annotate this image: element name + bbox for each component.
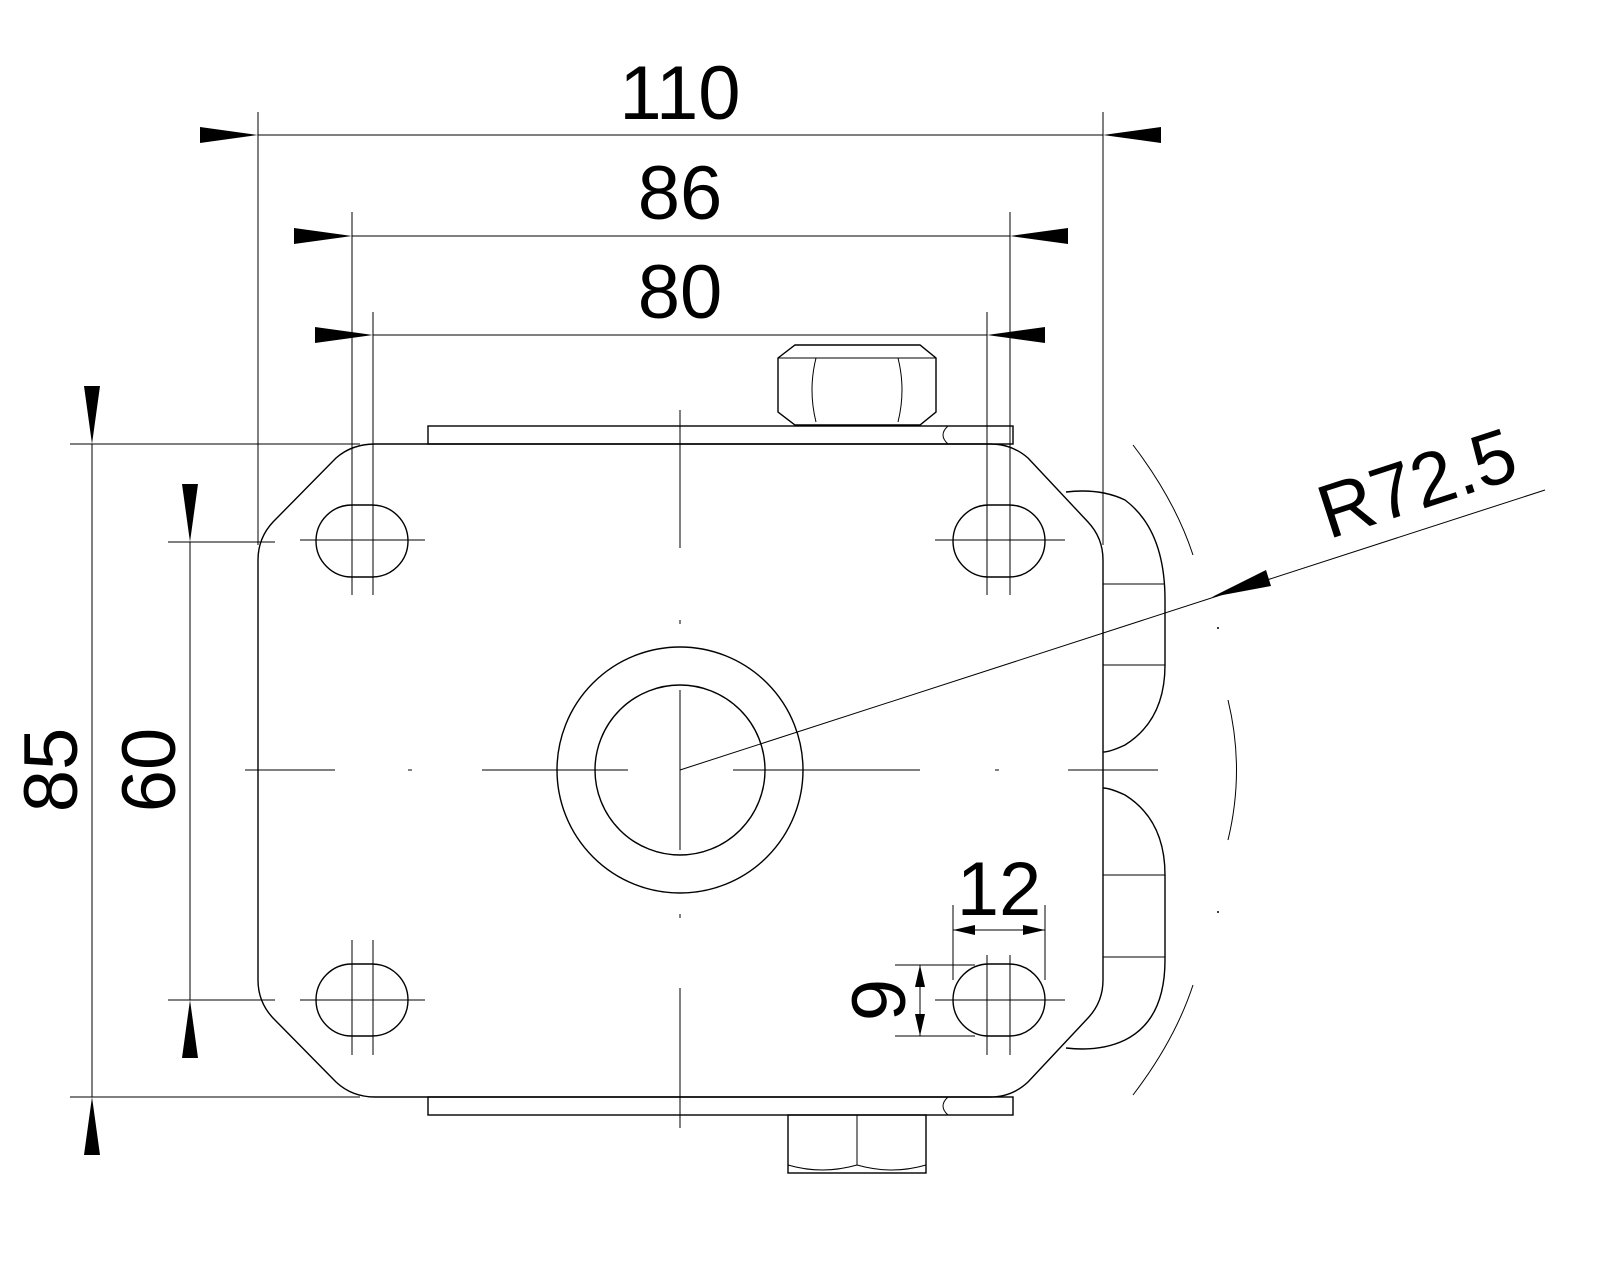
flange-body [257,443,1104,1098]
dimension-85: 85 [9,386,360,1155]
dimension-radius: R72.5 [679,412,1546,771]
bottom-nut [787,1114,927,1174]
dimension-80: 80 [315,250,1045,595]
dimension-label: R72.5 [1308,412,1527,556]
dimension-label: 110 [619,51,740,136]
mounting-hole-top-right [935,470,1065,595]
dimension-86: 86 [294,151,1068,595]
dimension-9: 9 [837,964,975,1037]
dimension-label: 86 [638,151,723,236]
mounting-hole-top-left [300,470,425,595]
radius-arcs [1132,444,1237,1096]
centerlines [245,410,1158,1128]
bottom-plate [427,1096,1014,1116]
dimension-label: 85 [9,728,94,813]
dimension-60: 60 [107,484,275,1058]
side-boss-upper [1065,490,1166,753]
dimension-12: 12 [952,847,1046,980]
top-nut [777,344,937,426]
dimension-label: 60 [107,728,192,813]
dimension-110: 110 [200,51,1161,545]
dimension-label: 80 [638,250,723,335]
mounting-hole-bottom-left [300,940,425,1055]
side-boss-lower [1065,787,1166,1050]
mounting-hole-bottom-right [935,955,1065,1055]
dimension-label: 12 [957,847,1042,932]
top-plate [427,425,1014,445]
dimension-label: 9 [837,979,922,1021]
